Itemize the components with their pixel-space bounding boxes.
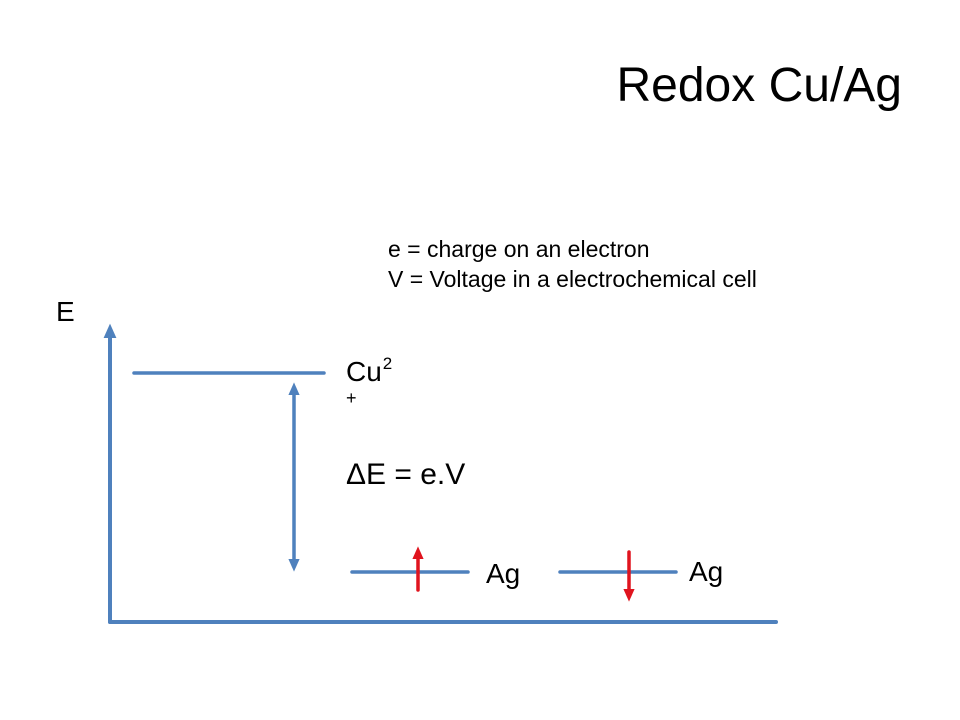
definitions-block: e = charge on an electron V = Voltage in… xyxy=(388,234,757,294)
slide-title: Redox Cu/Ag xyxy=(616,59,903,112)
cu-charge-sign: + xyxy=(346,388,357,408)
cu-symbol: Cu xyxy=(346,356,382,387)
energy-axis-label: E xyxy=(56,296,75,327)
cu-level-label: Cu2 xyxy=(346,355,392,386)
energy-gap-label: ΔE = e.V xyxy=(346,458,466,491)
ag-level-label-2: Ag xyxy=(689,556,724,587)
cu-superscript: 2 xyxy=(382,354,393,373)
definition-e: e = charge on an electron xyxy=(388,236,650,262)
ag-level-label-1: Ag xyxy=(486,558,521,589)
definition-v: V = Voltage in a electrochemical cell xyxy=(388,266,757,292)
